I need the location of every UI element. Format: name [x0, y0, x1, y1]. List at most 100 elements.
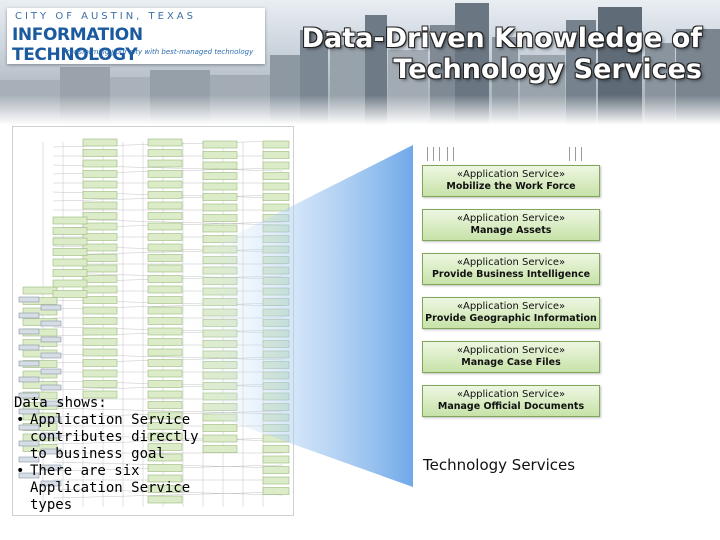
logo-department-text: INFORMATION TECHNOLOGY	[12, 25, 143, 65]
diagram-node	[147, 285, 183, 294]
service-name: Manage Official Documents	[437, 401, 585, 412]
diagram-node	[52, 227, 88, 235]
diagram-node	[262, 445, 290, 453]
caption-heading: Data shows:	[14, 395, 107, 411]
diagram-node	[40, 400, 62, 407]
app-service-box: «Application Service» Manage Case Files	[422, 341, 600, 373]
logo-tagline: Transforming your city with best-managed…	[63, 48, 254, 56]
diagram-node	[202, 277, 238, 285]
diagram-node	[18, 296, 40, 303]
service-stereotype: «Application Service»	[456, 257, 566, 268]
diagram-node	[82, 138, 118, 147]
diagram-node	[202, 256, 238, 264]
diagram-node	[202, 172, 238, 180]
diagram-node	[147, 359, 183, 367]
diagram-node	[82, 359, 118, 367]
diagram-node	[147, 191, 183, 199]
app-service-box: «Application Service» Provide Geographic…	[422, 297, 600, 329]
diagram-node	[262, 235, 290, 243]
diagram-node	[262, 140, 290, 149]
diagram-node	[262, 392, 290, 401]
diagram-node	[262, 476, 290, 485]
diagram-node	[40, 368, 62, 375]
diagram-node	[202, 214, 238, 222]
service-name: Manage Case Files	[461, 357, 561, 368]
diagram-node	[147, 243, 183, 252]
diagram-node	[202, 371, 238, 380]
diagram-node	[82, 149, 118, 157]
diagram-node	[262, 245, 290, 254]
diagram-node	[202, 140, 238, 149]
caption-bullet: There are six Application Service types	[14, 463, 214, 514]
diagram-node	[262, 424, 290, 432]
diagram-node	[18, 328, 40, 335]
diagram-node	[202, 287, 238, 296]
diagram-node	[147, 233, 183, 241]
diagram-node	[147, 180, 183, 189]
diagram-node	[202, 266, 238, 275]
diagram-node	[147, 254, 183, 262]
diagram-node	[202, 382, 238, 390]
diagram-node	[202, 224, 238, 233]
app-service-box: «Application Service» Manage Official Do…	[422, 385, 600, 417]
diagram-node	[82, 369, 118, 378]
diagram-node	[202, 235, 238, 243]
slide-title-line1: Data-Driven Knowledge of	[301, 23, 702, 54]
service-stereotype: «Application Service»	[456, 169, 566, 180]
diagram-node	[18, 360, 40, 367]
diagram-node	[82, 159, 118, 168]
diagram-node	[52, 279, 88, 288]
slide-title-line2: Technology Services	[393, 54, 702, 85]
diagram-node	[262, 361, 290, 369]
diagram-node	[147, 159, 183, 168]
diagram-node	[52, 269, 88, 277]
diagram-node	[147, 201, 183, 210]
diagram-node	[202, 329, 238, 338]
diagram-node	[82, 306, 118, 315]
diagram-node	[82, 170, 118, 178]
diagram-node	[262, 340, 290, 348]
diagram-node	[52, 258, 88, 267]
diagram-node	[147, 149, 183, 157]
header-skyline-banner: CITY OF AUSTIN, TEXAS INFORMATION TECHNO…	[0, 0, 720, 125]
diagram-node	[22, 286, 58, 295]
diagram-node	[147, 327, 183, 336]
app-service-box: «Application Service» Manage Assets	[422, 209, 600, 241]
diagram-node	[262, 382, 290, 390]
diagram-node	[82, 380, 118, 388]
diagram-node	[82, 327, 118, 336]
header-fade	[0, 95, 720, 125]
diagram-node	[262, 151, 290, 159]
diagram-node	[147, 138, 183, 147]
diagram-node	[18, 344, 40, 351]
diagram-node	[262, 287, 290, 296]
logo-city-text: CITY OF AUSTIN, TEXAS	[15, 11, 196, 22]
caption-bullet: Application Service contributes directly…	[14, 412, 214, 463]
diagram-node	[262, 172, 290, 180]
caption-bullet-list: Application Service contributes directly…	[14, 412, 214, 514]
diagram-node	[202, 340, 238, 348]
diagram-node	[262, 319, 290, 327]
diagram-node	[202, 350, 238, 359]
diagram-node	[40, 336, 62, 343]
diagram-node	[82, 296, 118, 304]
diagram-node	[202, 245, 238, 254]
diagram-node	[52, 290, 88, 298]
diagram-node	[202, 308, 238, 317]
diagram-node	[202, 161, 238, 170]
app-service-box: «Application Service» Provide Business I…	[422, 253, 600, 285]
diagram-node	[262, 329, 290, 338]
diagram-node	[147, 348, 183, 357]
technology-services-panel: «Application Service» Mobilize the Work …	[413, 145, 620, 485]
diagram-node	[262, 193, 290, 201]
diagram-node	[82, 212, 118, 220]
diagram-node	[22, 370, 58, 379]
app-service-box: «Application Service» Mobilize the Work …	[422, 165, 600, 197]
diagram-node	[52, 237, 88, 246]
city-it-logo: CITY OF AUSTIN, TEXAS INFORMATION TECHNO…	[7, 8, 265, 65]
diagram-node	[18, 312, 40, 319]
diagram-node	[262, 161, 290, 170]
diagram-node	[82, 338, 118, 346]
diagram-node	[82, 254, 118, 262]
diagram-node	[40, 304, 62, 311]
